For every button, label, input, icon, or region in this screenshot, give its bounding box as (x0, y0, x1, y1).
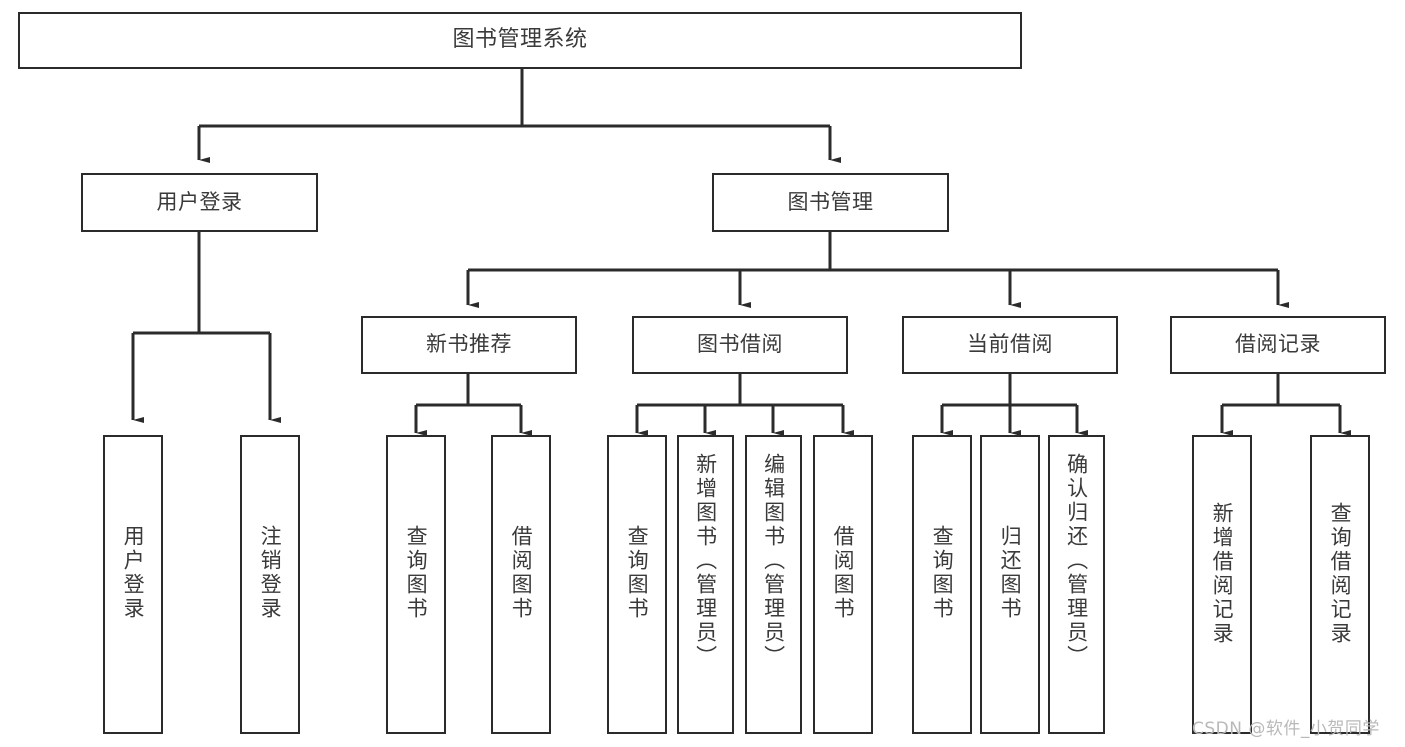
node-label: 查询借阅记录 (1328, 502, 1353, 646)
node-leaf-query-book-new[interactable]: 查询图书 (386, 435, 446, 734)
node-label: 编辑图书（管理员） (761, 453, 786, 669)
node-label: 图书管理 (787, 189, 874, 214)
node-label: 借阅图书 (509, 525, 534, 621)
node-leaf-edit-book-admin[interactable]: 编辑图书（管理员） (745, 435, 802, 734)
watermark-credit: CSDN @软件_小贺同学 (1192, 719, 1380, 739)
node-root-book-management-system[interactable]: 图书管理系统 (18, 12, 1022, 69)
node-book-borrow[interactable]: 图书借阅 (632, 316, 848, 374)
node-leaf-query-book-borrow[interactable]: 查询图书 (607, 435, 667, 734)
node-label: 借阅记录 (1235, 332, 1321, 357)
node-label: 查询图书 (930, 525, 955, 621)
node-leaf-borrow-book[interactable]: 借阅图书 (813, 435, 873, 734)
node-label: 归还图书 (998, 525, 1023, 621)
node-leaf-logout[interactable]: 注销登录 (240, 435, 300, 734)
node-label: 用户登录 (121, 525, 146, 621)
node-label: 确认归还（管理员） (1064, 453, 1089, 669)
node-user-login[interactable]: 用户登录 (81, 173, 318, 232)
node-label: 新增借阅记录 (1210, 502, 1235, 646)
node-leaf-user-login[interactable]: 用户登录 (103, 435, 163, 734)
node-leaf-return-book[interactable]: 归还图书 (980, 435, 1040, 734)
node-borrow-record[interactable]: 借阅记录 (1170, 316, 1386, 374)
node-leaf-add-borrow-record[interactable]: 新增借阅记录 (1192, 435, 1252, 734)
node-current-borrow[interactable]: 当前借阅 (902, 316, 1118, 374)
node-leaf-borrow-book-new[interactable]: 借阅图书 (491, 435, 551, 734)
node-label: 新增图书（管理员） (693, 453, 718, 669)
node-label: 新书推荐 (426, 332, 512, 357)
node-label: 用户登录 (156, 189, 243, 214)
node-label: 图书借阅 (697, 332, 783, 357)
node-leaf-query-borrow-record[interactable]: 查询借阅记录 (1310, 435, 1370, 734)
node-leaf-confirm-return-admin[interactable]: 确认归还（管理员） (1048, 435, 1105, 734)
node-book-management[interactable]: 图书管理 (712, 173, 949, 232)
node-label: 查询图书 (625, 525, 650, 621)
node-leaf-query-book-current[interactable]: 查询图书 (912, 435, 972, 734)
node-label: 注销登录 (258, 525, 283, 621)
node-label: 借阅图书 (831, 525, 856, 621)
node-label: 查询图书 (404, 525, 429, 621)
node-label: 当前借阅 (967, 332, 1053, 357)
node-leaf-add-book-admin[interactable]: 新增图书（管理员） (677, 435, 734, 734)
node-new-book-recommend[interactable]: 新书推荐 (361, 316, 577, 374)
node-label: 图书管理系统 (452, 27, 588, 53)
